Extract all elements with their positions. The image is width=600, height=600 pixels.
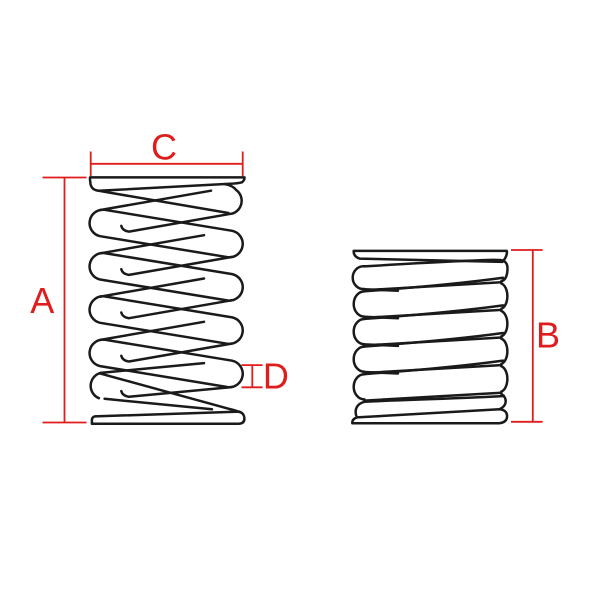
svg-text:A: A [30,280,54,321]
svg-text:B: B [536,315,560,356]
svg-text:D: D [263,355,289,396]
svg-text:C: C [151,127,177,168]
